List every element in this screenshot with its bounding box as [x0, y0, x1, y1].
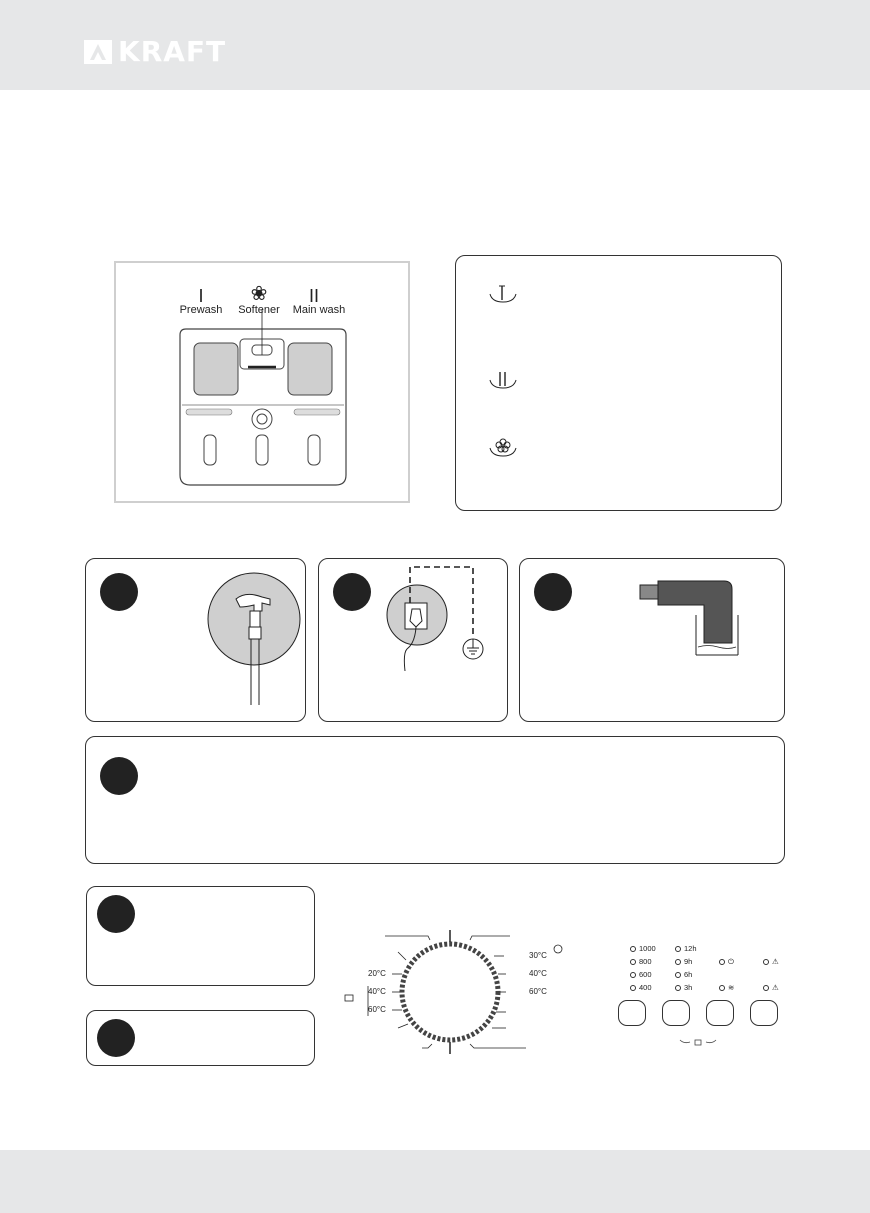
led-indicator — [719, 959, 725, 965]
step-drain-hose — [519, 558, 785, 722]
page-footer — [0, 1150, 870, 1213]
led-indicator — [675, 959, 681, 965]
water-tap-icon — [207, 572, 301, 705]
prewash-tray-icon — [489, 285, 517, 303]
led-indicator — [763, 959, 769, 965]
step-badge — [97, 895, 135, 933]
step-badge — [100, 757, 138, 795]
spin-speed-option: 1000 — [630, 944, 656, 954]
delay-value: 6h — [684, 970, 693, 979]
dispenser-drawing — [179, 309, 347, 486]
led-indicator — [630, 972, 636, 978]
prewash-indicator-icon: ⏻ — [728, 957, 734, 966]
spin-speed-option: 800 — [630, 957, 652, 967]
start-pause-button[interactable] — [750, 1000, 778, 1026]
ironing-icon — [344, 994, 354, 1002]
delay-option: 9h — [675, 957, 692, 967]
child-lock-indicator-icon: ⚠ — [772, 983, 779, 992]
prewash-roman: I — [198, 286, 204, 306]
step-badge — [100, 573, 138, 611]
led-indicator — [763, 985, 769, 991]
delay-value: 3h — [684, 983, 693, 992]
spin-speed-button[interactable] — [618, 1000, 646, 1026]
dispenser-figure: I Prewash ❀ Softener II Main wash — [114, 261, 410, 503]
option-button[interactable] — [706, 1000, 734, 1026]
step-wide-panel — [85, 736, 785, 864]
step-badge — [333, 573, 371, 611]
step-badge — [97, 1019, 135, 1057]
prewash-indicator: ⏻ — [719, 957, 734, 967]
drain-hose-icon — [639, 580, 739, 656]
delay-value: 9h — [684, 957, 693, 966]
led-indicator — [630, 946, 636, 952]
delay-value: 12h — [684, 944, 697, 953]
delay-start-button[interactable] — [662, 1000, 690, 1026]
spin-speed-value: 1000 — [639, 944, 656, 953]
spin-speed-option: 600 — [630, 970, 652, 980]
spin-speed-value: 800 — [639, 957, 652, 966]
child-lock-indicator: ⚠ — [763, 983, 779, 993]
step-box-small-2 — [86, 1010, 315, 1066]
socket-earth-icon — [386, 566, 484, 672]
brand-name: KRAFT — [118, 35, 227, 68]
spin-speed-value: 400 — [639, 983, 652, 992]
softener-tray-icon — [489, 438, 517, 457]
page-header: KRAFT — [0, 0, 870, 90]
step-electrical-connection — [318, 558, 508, 722]
prewash-label: Prewash — [179, 304, 223, 316]
compartment-legend — [455, 255, 782, 511]
mainwash-tray-icon — [489, 372, 517, 389]
kraft-logo-icon — [84, 40, 112, 64]
mainwash-roman: II — [308, 286, 319, 306]
dial-right-label: 30°C — [529, 951, 547, 960]
step-box-small-1 — [86, 886, 315, 986]
child-lock-bracket-icon — [679, 1039, 717, 1046]
led-indicator — [675, 985, 681, 991]
dial-right-label: 60°C — [529, 987, 547, 996]
lock-indicator-icon: ⚠ — [772, 957, 779, 966]
step-badge — [534, 573, 572, 611]
program-dial — [367, 930, 526, 1054]
led-indicator — [675, 972, 681, 978]
led-indicator — [630, 959, 636, 965]
door-lock-indicator: ⚠ — [763, 957, 779, 967]
dial-left-label: 20°C — [368, 969, 386, 978]
rinse-indicator-icon: ≋ — [728, 983, 735, 992]
softener-label: Softener — [238, 304, 280, 316]
delay-option: 3h — [675, 983, 692, 993]
delay-option: 6h — [675, 970, 692, 980]
wool-icon — [553, 944, 563, 954]
led-indicator — [719, 985, 725, 991]
brand-logo: KRAFT — [84, 38, 226, 66]
delay-option: 12h — [675, 944, 697, 954]
led-indicator — [630, 985, 636, 991]
dial-left-label: 40°C — [368, 987, 386, 996]
dial-right-label: 40°C — [529, 969, 547, 978]
dial-left-label: 60°C — [368, 1005, 386, 1014]
softener-icon: ❀ — [250, 283, 268, 305]
extra-rinse-indicator: ≋ — [719, 983, 734, 993]
spin-speed-value: 600 — [639, 970, 652, 979]
led-indicator — [675, 946, 681, 952]
step-water-connection — [85, 558, 306, 722]
spin-speed-option: 400 — [630, 983, 652, 993]
mainwash-label: Main wash — [292, 304, 346, 316]
